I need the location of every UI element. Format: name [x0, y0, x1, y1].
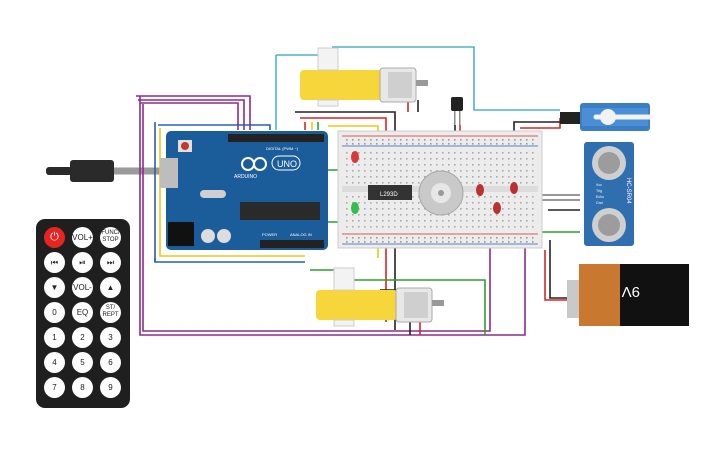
next-icon[interactable]: ⏭: [100, 252, 121, 273]
battery-9v: 9V: [567, 264, 689, 326]
power-pins-label: POWER: [262, 232, 277, 237]
remote-button[interactable]: VOL+: [72, 227, 93, 248]
power-icon[interactable]: ⏻: [44, 227, 65, 248]
analog-pins-label: ANALOG IN: [290, 232, 312, 237]
dc-gear-motor-bottom: [316, 267, 444, 327]
remote-button[interactable]: 7: [44, 377, 65, 398]
ultrasonic-label: HC-SR04: [625, 178, 631, 204]
remote-button[interactable]: VOL-: [72, 277, 93, 298]
arduino-logo-icon: [241, 157, 267, 171]
remote-button[interactable]: 3: [100, 327, 121, 348]
remote-button[interactable]: 0: [44, 302, 65, 323]
led-green: [351, 202, 359, 214]
ultrasonic-pin-label: Gnd: [596, 201, 603, 205]
battery-label: 9V: [622, 283, 640, 300]
previous-icon[interactable]: ⏮: [44, 252, 65, 273]
remote-button[interactable]: ST/ REPT: [100, 302, 121, 323]
arduino-uno-board: ARDUINO UNO DIGITAL (PWM ~) POWER ANALOG…: [160, 131, 328, 250]
remote-button[interactable]: 8: [72, 377, 93, 398]
remote-button[interactable]: 6: [100, 352, 121, 373]
remote-button[interactable]: 1: [44, 327, 65, 348]
led-red-2: [476, 184, 484, 196]
ir-receiver: [451, 97, 463, 125]
play-pause-icon[interactable]: ⏯: [72, 252, 93, 273]
dc-gear-motor-top: [300, 47, 428, 107]
servo-motor: [560, 103, 653, 131]
led-red-3: [493, 202, 501, 214]
led-red-1: [351, 151, 359, 163]
remote-button[interactable]: 4: [44, 352, 65, 373]
ultrasonic-pin-label: Echo: [596, 195, 604, 199]
ultrasonic-pin-label: Vcc: [596, 183, 602, 187]
remote-button[interactable]: FUNC/ STOP: [100, 227, 121, 248]
motor-driver-ic: L293D: [368, 185, 412, 200]
arduino-brand-label: ARDUINO: [234, 174, 257, 180]
ic-label: L293D: [380, 192, 398, 198]
usb-cable: [46, 160, 160, 182]
dc-motor: [418, 170, 464, 216]
remote-button[interactable]: 9: [100, 377, 121, 398]
down-icon[interactable]: ▼: [44, 277, 65, 298]
arduino-model-label: UNO: [277, 159, 297, 169]
up-icon[interactable]: ▲: [100, 277, 121, 298]
remote-button[interactable]: 5: [72, 352, 93, 373]
ultrasonic-pin-label: Trig: [596, 189, 602, 193]
remote-button[interactable]: EQ: [72, 302, 93, 323]
led-red-4: [510, 182, 518, 194]
remote-button[interactable]: 2: [72, 327, 93, 348]
digital-pins-label: DIGITAL (PWM ~): [266, 146, 299, 151]
